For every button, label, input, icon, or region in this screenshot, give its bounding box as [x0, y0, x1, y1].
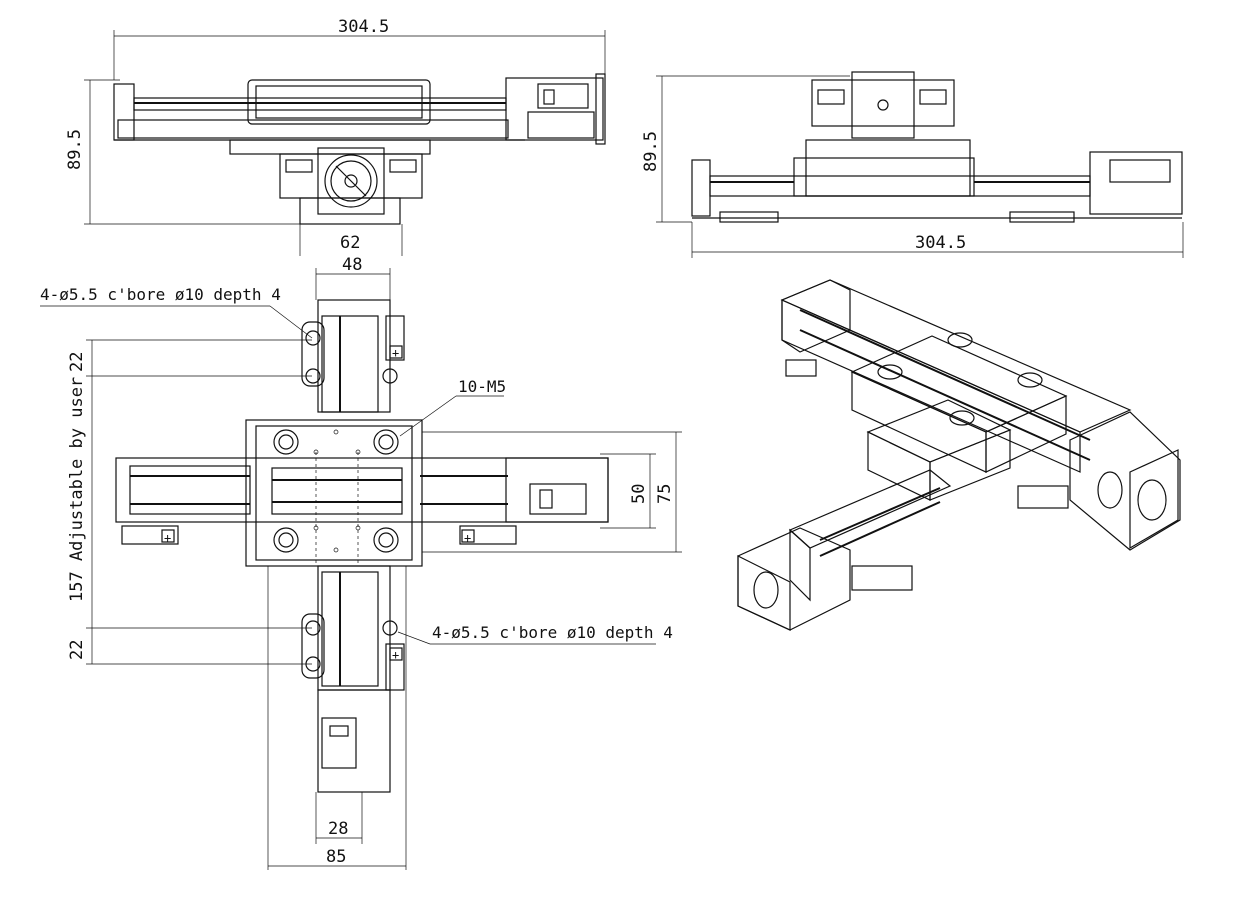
note-cbore-lower: 4-ø5.5 c'bore ø10 depth 4 [432, 623, 673, 642]
dim-rail-width: 28 [328, 819, 348, 839]
dim-spacing-lower: 22 [67, 640, 87, 660]
top-view: 48 4-ø5.5 c'bore ø10 depth 4 + 22 157 Ad… [40, 255, 682, 870]
note-cbore-upper: 4-ø5.5 c'bore ø10 depth 4 [40, 285, 281, 304]
svg-text:+: + [164, 531, 171, 545]
dim-front-height: 89.5 [65, 129, 85, 170]
dim-stroke: 157 Adjustable by user [67, 377, 87, 602]
svg-text:+: + [392, 648, 399, 662]
isometric-view [737, 279, 1181, 631]
note-threads: 10-M5 [458, 377, 506, 396]
dim-front-base: 62 [340, 233, 360, 253]
svg-text:+: + [464, 531, 471, 545]
front-view: 304.5 89.5 62 [65, 17, 606, 256]
dim-spacing-upper: 22 [67, 352, 87, 372]
dim-top-width: 48 [342, 255, 362, 275]
dim-side-height: 89.5 [641, 131, 661, 172]
dim-carriage-inner: 50 [629, 484, 649, 504]
dim-carriage-outer: 75 [655, 484, 675, 504]
side-view: 89.5 304.5 [641, 71, 1184, 258]
svg-text:+: + [392, 346, 399, 360]
dim-side-length: 304.5 [915, 233, 966, 253]
dim-base-width: 85 [326, 847, 346, 867]
dim-front-length: 304.5 [338, 17, 389, 37]
